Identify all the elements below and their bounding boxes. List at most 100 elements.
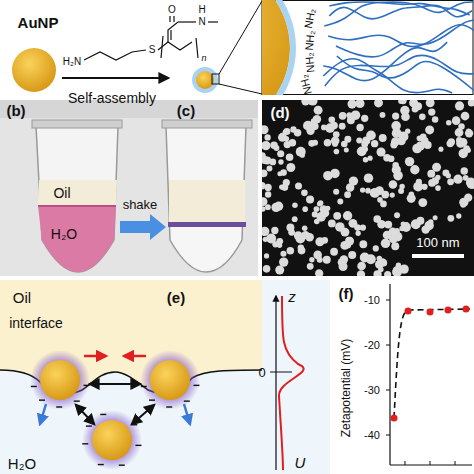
nanoparticle	[309, 257, 314, 262]
nanoparticle	[357, 270, 365, 276]
nanoparticle	[366, 131, 376, 141]
nanoparticle	[333, 131, 340, 138]
nanoparticle	[360, 187, 365, 192]
nanoparticle	[421, 225, 429, 233]
nanoparticle	[287, 247, 295, 255]
nanoparticle	[381, 239, 391, 249]
nanoparticle	[371, 140, 378, 147]
nanoparticle	[334, 149, 340, 155]
nanoparticle	[283, 179, 290, 186]
nanoparticle	[302, 206, 308, 212]
nanoparticle	[265, 204, 271, 210]
label: -10	[364, 295, 380, 306]
charge-symbol	[56, 406, 62, 407]
nanoparticle	[392, 267, 402, 276]
nanoparticle	[318, 200, 324, 206]
nanoparticle	[373, 245, 379, 251]
nanoparticle	[428, 219, 433, 224]
nanoparticle	[286, 163, 295, 172]
nanoparticle	[363, 147, 368, 152]
nanoparticle	[357, 262, 366, 271]
label: Self-assembly	[68, 91, 156, 105]
nanoparticle	[364, 173, 373, 182]
nanoparticle	[373, 215, 381, 223]
label: NH₂	[304, 29, 317, 50]
nanoparticle	[391, 242, 399, 250]
nanoparticle	[348, 251, 356, 259]
nanoparticle	[435, 185, 441, 191]
nanoparticle	[277, 150, 284, 157]
nanoparticle	[411, 219, 421, 229]
nanoparticle	[466, 178, 474, 188]
nanoparticle	[344, 147, 349, 152]
nanoparticle	[453, 175, 462, 184]
nanoparticle	[279, 185, 284, 190]
nanoparticle	[399, 100, 406, 104]
nanoparticle	[300, 153, 305, 158]
nanoparticle	[298, 247, 306, 255]
nanoparticle	[460, 167, 468, 175]
nanoparticle	[330, 248, 338, 256]
nanoparticle	[418, 198, 427, 207]
nanoparticle	[347, 116, 355, 124]
nanoparticle	[468, 100, 474, 106]
charge-symbol	[74, 400, 80, 401]
nanoparticle	[317, 202, 322, 207]
polymer-chain	[323, 59, 452, 93]
label: AuNP	[18, 15, 59, 30]
nanoparticle	[452, 116, 461, 125]
nanoparticle	[333, 189, 339, 195]
label: Zetapotential (mV)	[340, 339, 352, 438]
nanoparticle	[332, 141, 338, 147]
nanoparticle	[361, 115, 368, 122]
label: U	[295, 455, 306, 470]
nanoparticle	[286, 154, 294, 162]
nanoparticle	[276, 238, 283, 245]
nanoparticle	[360, 224, 366, 230]
nanoparticle	[432, 163, 441, 172]
nanoparticle	[283, 130, 288, 135]
nanoparticle	[294, 129, 302, 137]
polymer-chain	[324, 2, 473, 26]
nanoparticle	[348, 219, 357, 228]
nanoparticle	[360, 253, 370, 263]
nanoparticle	[410, 165, 419, 174]
polymer-chain	[328, 25, 474, 47]
charge-symbol	[39, 399, 45, 400]
label: Oil	[53, 186, 70, 200]
nanoparticle	[461, 112, 470, 121]
charge-symbol	[100, 414, 106, 415]
nanoparticle	[302, 225, 308, 231]
nanoparticle	[426, 100, 435, 107]
label: NH₂	[304, 51, 317, 72]
nanoparticle	[339, 123, 346, 130]
label: (c)	[177, 103, 195, 118]
nanoparticle	[323, 256, 331, 264]
charge-symbol	[166, 406, 172, 407]
nanoparticle	[389, 228, 397, 236]
label: 0	[258, 366, 265, 379]
charge-symbol	[193, 385, 199, 386]
nanoparticle	[390, 192, 395, 197]
label: interface	[9, 316, 63, 330]
label: H₂O	[8, 456, 36, 471]
charge-symbol	[83, 385, 89, 386]
charge-symbol	[131, 424, 137, 425]
nanoparticle	[263, 265, 271, 273]
nanoparticle	[277, 171, 282, 176]
nanoparticle	[262, 125, 269, 134]
nanoparticle	[264, 134, 270, 140]
nanoparticle	[306, 196, 314, 204]
nanoparticle	[438, 147, 443, 152]
nanoparticle	[335, 222, 345, 232]
nanoparticle	[374, 100, 383, 107]
charge-symbol	[86, 425, 92, 426]
nanoparticle	[465, 129, 473, 137]
nanoparticle	[262, 206, 266, 211]
nanoparticle	[340, 255, 348, 263]
nanoparticle	[432, 116, 439, 123]
charge-symbol	[141, 386, 147, 387]
nanoparticle	[317, 257, 323, 263]
nanoparticle	[433, 215, 438, 220]
nanoparticle	[262, 170, 268, 178]
